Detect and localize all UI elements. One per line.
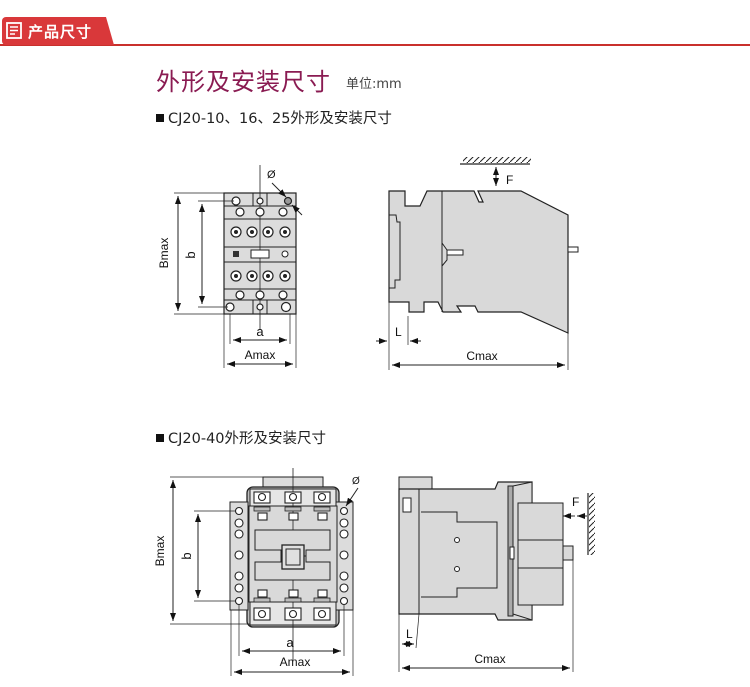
dim-hole-label: Ø — [352, 476, 360, 487]
header-title: 产品尺寸 — [28, 23, 93, 41]
side-view-cj20-40: F L Cmax — [398, 476, 595, 672]
front-view-cj20-40: Ø Bmax b a Amax — [153, 468, 360, 676]
dim-bmax-label: Bmax — [157, 238, 171, 269]
dim-f-label: F — [506, 173, 513, 187]
document-icon — [6, 22, 22, 39]
dim-f-label: F — [572, 495, 579, 509]
dim-b-label: b — [179, 552, 194, 559]
dim-amax-label: Amax — [280, 655, 311, 669]
page-title: 外形及安装尺寸 — [156, 68, 331, 96]
dim-b-label: b — [183, 251, 198, 258]
dim-bmax-label: Bmax — [153, 536, 167, 567]
dim-a-label: a — [256, 324, 264, 339]
section-header: 产品尺寸 — [0, 17, 750, 47]
section-label-cj20-40: CJ20-40外形及安装尺寸 — [156, 427, 326, 448]
header-underline — [0, 44, 750, 46]
dim-cmax-label: Cmax — [474, 652, 505, 666]
dim-hole-label: Ø — [267, 169, 276, 181]
dim-amax-label: Amax — [245, 348, 276, 362]
section-label-cj20-10-16-25: CJ20-10、16、25外形及安装尺寸 — [156, 107, 392, 128]
bullet-square-icon — [156, 434, 164, 442]
bullet-square-icon — [156, 114, 164, 122]
dim-l-label: L — [406, 627, 413, 641]
dim-a-label: a — [286, 635, 294, 650]
front-view-cj20-25: Ø Bmax b a Amax — [157, 165, 303, 368]
side-view-cj20-25: F L Cmax — [376, 157, 579, 370]
unit-label: 单位:mm — [346, 77, 402, 92]
dim-l-label: L — [395, 325, 402, 339]
dim-cmax-label: Cmax — [466, 349, 497, 363]
